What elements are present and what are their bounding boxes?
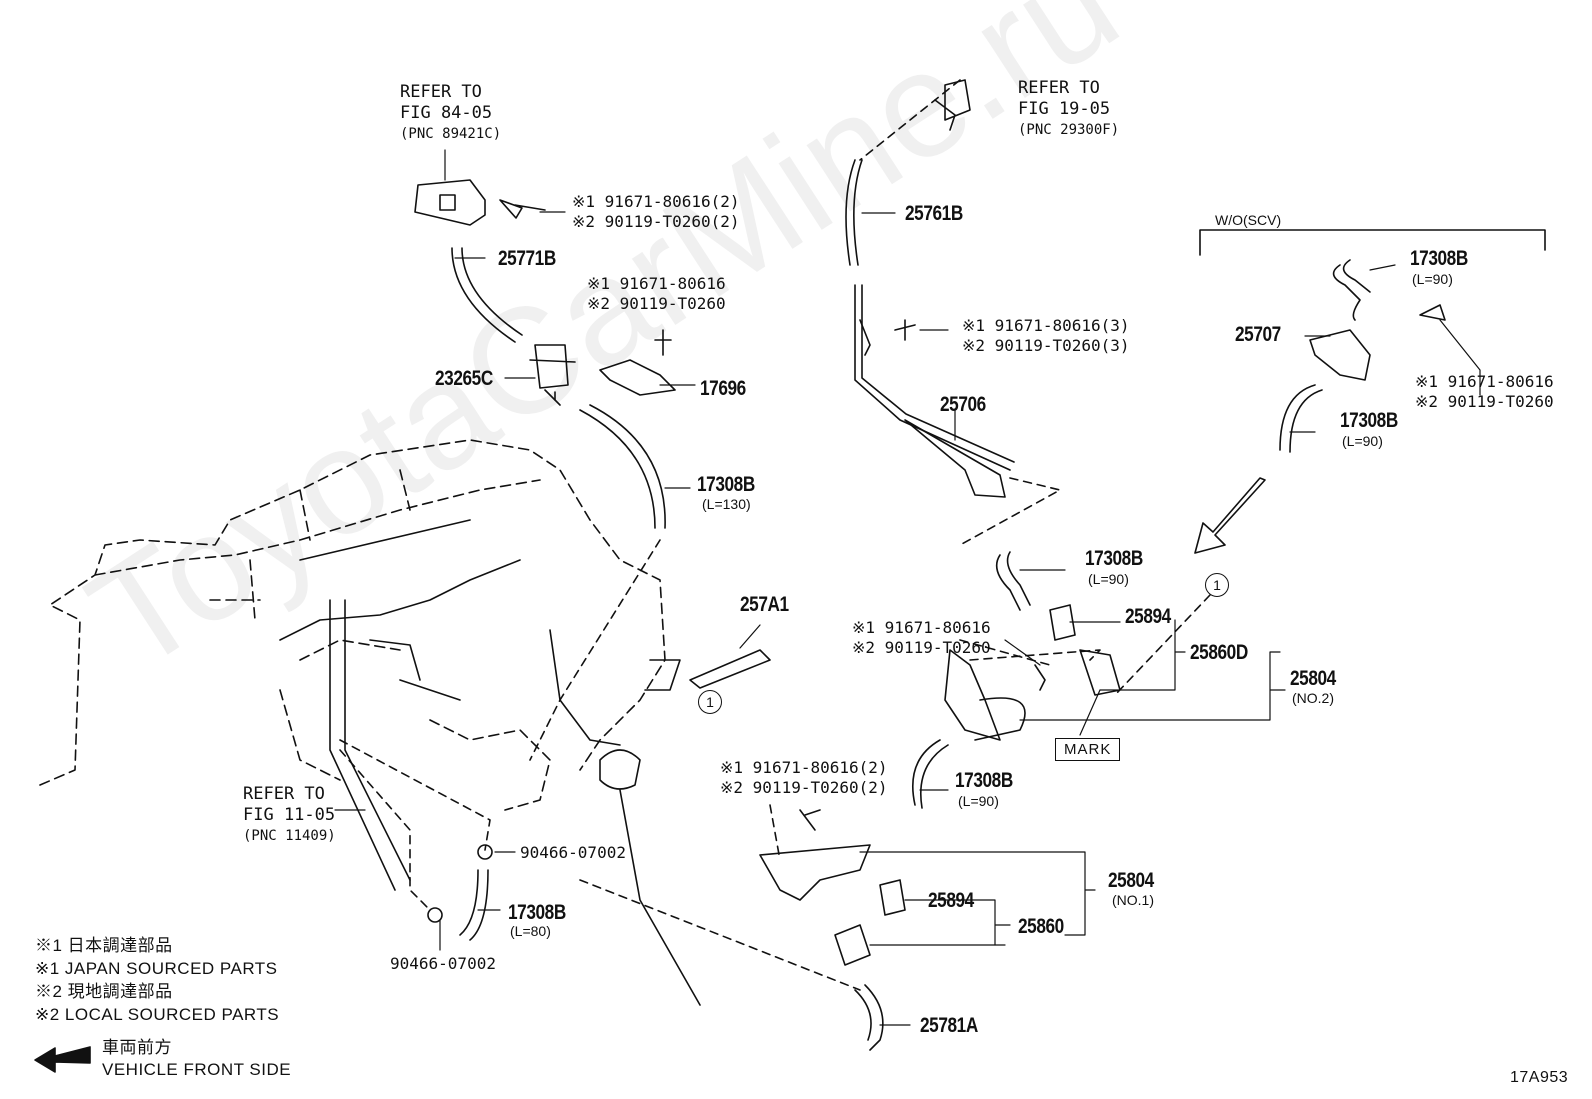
no1-label: (NO.1) (1112, 892, 1154, 908)
sensor-25894-b (879, 879, 906, 916)
vsv-25860D (1079, 649, 1121, 696)
part-25804-a: 25804 (1290, 667, 1336, 690)
length-80: (L=80) (510, 923, 551, 939)
part-25707: 25707 (1235, 323, 1281, 346)
legend: ※1 日本調達部品 ※1 JAPAN SOURCED PARTS ※2 現地調達… (35, 936, 280, 1024)
wo-scv-bracket (1199, 229, 1546, 256)
length-130: (L=130) (702, 496, 751, 512)
circled-ref-right: 1 (1205, 573, 1229, 597)
vsv-23265C (529, 344, 576, 389)
part-25781A: 25781A (920, 1014, 978, 1037)
bolt-note-5: ※1 91671-80616※2 90119-T0260 (852, 618, 991, 657)
part-17696: 17696 (700, 377, 746, 400)
hose-17308B-c (995, 551, 1031, 611)
circled-ref-left: 1 (698, 690, 722, 714)
part-25860D: 25860D (1190, 641, 1248, 664)
hose-25761B (845, 159, 863, 266)
front-arrow-icon (34, 1046, 91, 1073)
wo-scv-label: W/O(SCV) (1215, 212, 1282, 228)
part-25761B: 25761B (905, 202, 963, 225)
engine-detail (279, 519, 701, 1006)
engine-outline (39, 439, 666, 811)
drawing-id: 17A953 (1510, 1069, 1569, 1086)
part-25860: 25860 (1018, 915, 1064, 938)
part-257A1: 257A1 (740, 593, 789, 616)
part-90466-a: 90466-07002 (520, 843, 626, 862)
part-17308B-130: 17308B (697, 473, 755, 496)
sensor-25894-a (1049, 604, 1076, 641)
part-90466-b: 90466-07002 (390, 954, 496, 973)
part-257A1 (689, 649, 771, 689)
part-23265C: 23265C (435, 367, 493, 390)
part-25894-a: 25894 (1125, 605, 1171, 628)
part-17308B-c: 17308B (1085, 547, 1143, 570)
clamp-90466-a (477, 844, 493, 860)
bolt-note-1: ※1 91671-80616(2)※2 90119-T0260(2) (572, 192, 740, 231)
length-90-c: (L=90) (1088, 571, 1129, 587)
bolt-note-4: ※1 91671-80616※2 90119-T0260 (1415, 372, 1554, 411)
hose-17308B-mid (1279, 384, 1323, 453)
part-25804-b: 25804 (1108, 869, 1154, 892)
hose-17308B-130 (579, 404, 666, 529)
hose-17308B-d (911, 739, 949, 809)
bracket-25707 (1309, 329, 1371, 381)
part-17308B-mid: 17308B (1340, 409, 1398, 432)
part-17308B-80: 17308B (508, 901, 566, 924)
mark-label: MARK (1055, 738, 1121, 761)
length-90-d: (L=90) (958, 793, 999, 809)
hose-17308B-80 (459, 869, 489, 941)
vehicle-front-label: 車両前方 VEHICLE FRONT SIDE (102, 1038, 292, 1079)
bracket-25804-no2 (944, 649, 1001, 741)
part-25771B: 25771B (498, 247, 556, 270)
bolt-note-2: ※1 91671-80616※2 90119-T0260 (587, 274, 726, 313)
part-17308B-d: 17308B (955, 769, 1013, 792)
part-17308B-top: 17308B (1410, 247, 1468, 270)
hose-17308B-top (1332, 259, 1371, 321)
no2-label: (NO.2) (1292, 690, 1334, 706)
part-25894-b: 25894 (928, 889, 974, 912)
vsv-25860 (834, 924, 871, 966)
pipe-11409 (329, 599, 411, 891)
length-90-mid: (L=90) (1342, 433, 1383, 449)
bolt-note-6: ※1 91671-80616(2)※2 90119-T0260(2) (720, 758, 888, 797)
bracket-25804-no1 (759, 844, 871, 901)
part-25706: 25706 (940, 393, 986, 416)
pipe-25706 (854, 284, 1015, 471)
bolt-note-3: ※1 91671-80616(3)※2 90119-T0260(3) (962, 316, 1130, 355)
direction-arrow (1194, 477, 1266, 554)
hose-25781A (854, 984, 884, 1051)
clamp-90466-b (427, 907, 443, 923)
length-90-top: (L=90) (1412, 271, 1453, 287)
bracket-17696 (599, 359, 676, 396)
sensor-84 (414, 179, 486, 226)
